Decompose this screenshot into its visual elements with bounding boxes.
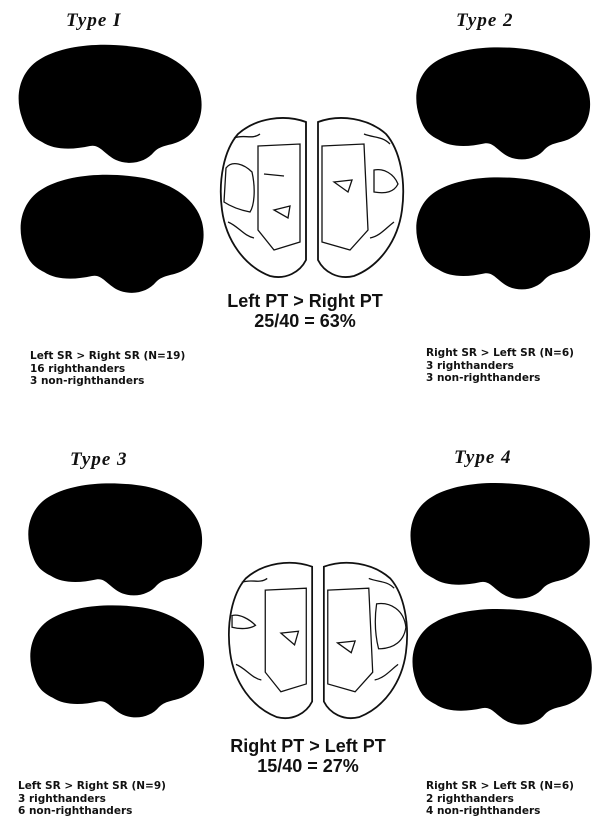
type-1-label: Type I	[66, 10, 121, 32]
note-line: 16 righthanders	[30, 363, 185, 376]
top-headline-ratio: 25/40 = 63%	[180, 311, 430, 331]
brain-lateral-type2-bottom	[410, 172, 600, 297]
type-4-label: Type 4	[454, 447, 512, 469]
brain-lateral-type4-bottom	[406, 604, 602, 732]
type-2-label: Type 2	[456, 10, 514, 32]
note-line: Left SR > Right SR (N=9)	[18, 780, 166, 793]
bottom-headline: Right PT > Left PT 15/40 = 27%	[188, 736, 428, 776]
note-line: 2 righthanders	[426, 793, 574, 806]
note-line: Right SR > Left SR (N=6)	[426, 780, 574, 793]
note-line: 3 non-righthanders	[30, 375, 185, 388]
brain-lateral-type4-top	[404, 478, 600, 606]
brain-lateral-type1-bottom	[14, 170, 214, 300]
note-line: 4 non-righthanders	[426, 805, 574, 818]
top-left-note: Left SR > Right SR (N=19) 16 righthander…	[30, 350, 185, 388]
note-line: Left SR > Right SR (N=19)	[30, 350, 185, 363]
brain-lateral-type2-top	[410, 42, 600, 167]
note-line: 3 righthanders	[426, 360, 574, 373]
brain-horizontal-section-bottom	[222, 555, 414, 723]
top-headline-comparison: Left PT > Right PT	[180, 291, 430, 311]
bottom-left-note: Left SR > Right SR (N=9) 3 righthanders …	[18, 780, 166, 818]
bottom-headline-comparison: Right PT > Left PT	[188, 736, 428, 756]
note-line: Right SR > Left SR (N=6)	[426, 347, 574, 360]
type-3-label: Type 3	[70, 449, 128, 471]
top-headline: Left PT > Right PT 25/40 = 63%	[180, 291, 430, 331]
brain-lateral-type1-top	[12, 40, 212, 170]
brain-lateral-type3-bottom	[24, 600, 214, 725]
bottom-right-note: Right SR > Left SR (N=6) 2 righthanders …	[426, 780, 574, 818]
brain-lateral-type3-top	[22, 478, 212, 603]
note-line: 3 non-righthanders	[426, 372, 574, 385]
note-line: 3 righthanders	[18, 793, 166, 806]
brain-horizontal-section-top	[214, 110, 410, 282]
bottom-headline-ratio: 15/40 = 27%	[188, 756, 428, 776]
top-right-note: Right SR > Left SR (N=6) 3 righthanders …	[426, 347, 574, 385]
note-line: 6 non-righthanders	[18, 805, 166, 818]
